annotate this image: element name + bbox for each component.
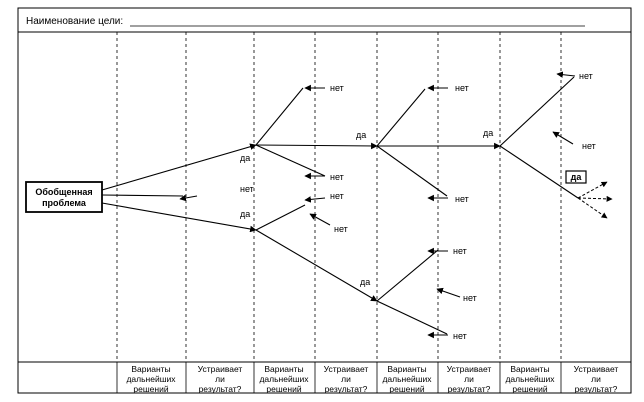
yes-label: да	[483, 128, 493, 138]
no-arrow	[309, 213, 331, 226]
branch-upper-yes	[255, 142, 378, 150]
no-label: нет	[455, 194, 469, 204]
final-dashed-arrows	[577, 181, 613, 219]
yes-label: да	[240, 153, 250, 163]
branch-c7-up	[499, 76, 575, 147]
final-arrow-down	[577, 197, 608, 219]
yes-label: да	[240, 209, 250, 219]
root-problem-line2: проблема	[42, 198, 87, 208]
col-header-5-line3: решений	[389, 384, 424, 394]
col-header-6-line2: ли	[464, 374, 474, 384]
yes-box-label: да	[571, 172, 583, 182]
col-header-8-line1: Устраивает	[574, 364, 619, 374]
no-label: нет	[334, 224, 348, 234]
col-header-6-line1: Устраивает	[447, 364, 492, 374]
branch-lines	[101, 76, 579, 335]
outer-frame	[17, 7, 632, 394]
branch-upper-no	[255, 87, 304, 146]
branch-c5-down	[376, 145, 448, 197]
branch-c7-down	[499, 145, 579, 199]
no-arrow	[556, 71, 576, 78]
col-header-4-line2: ли	[341, 374, 351, 384]
col-header-1-line2: дальнейших	[126, 374, 176, 384]
goal-label: Наименование цели:	[26, 16, 123, 27]
root-problem-line1: Обобщенная	[35, 187, 92, 197]
footer-dividers	[116, 362, 562, 393]
col-header-7-line2: дальнейших	[505, 374, 555, 384]
col-header-1-line1: Варианты	[131, 364, 170, 374]
col-header-5-line2: дальнейших	[382, 374, 432, 384]
yes-label: да	[356, 130, 366, 140]
col-header-3-line3: решений	[266, 384, 301, 394]
column-dividers	[116, 32, 562, 362]
col-header-6-line3: результат?	[448, 384, 491, 394]
col-header-3-line1: Варианты	[264, 364, 303, 374]
column-headers: Варианты дальнейших решений Устраивает л…	[126, 364, 618, 394]
no-label: нет	[582, 141, 596, 151]
no-label: нет	[330, 172, 344, 182]
final-arrow-right	[577, 195, 613, 202]
branch-c5l-up	[376, 249, 439, 302]
col-header-4-line3: результат?	[325, 384, 368, 394]
col-header-2-line2: ли	[215, 374, 225, 384]
col-header-8-line2: ли	[591, 374, 601, 384]
col-header-3-line2: дальнейших	[259, 374, 309, 384]
no-label: нет	[330, 83, 344, 93]
branch-lower-yes	[255, 229, 378, 302]
yes-label: да	[360, 277, 370, 287]
col-header-8-line3: результат?	[575, 384, 618, 394]
col-header-1-line3: решений	[133, 384, 168, 394]
no-label: нет	[579, 71, 593, 81]
no-arrow	[552, 131, 574, 145]
branch-lower-no	[255, 204, 306, 231]
branch-c5-up	[376, 88, 426, 147]
no-arrows	[179, 71, 576, 339]
no-arrow	[179, 194, 198, 202]
no-label: нет	[455, 83, 469, 93]
branch-c5l-down	[376, 300, 448, 335]
branch-upper-no2	[255, 144, 326, 177]
no-label: нет	[330, 191, 344, 201]
col-header-7-line3: решений	[512, 384, 547, 394]
col-header-4-line1: Устраивает	[324, 364, 369, 374]
col-header-5-line1: Варианты	[387, 364, 426, 374]
no-arrow	[304, 196, 326, 203]
branch-root-lower	[101, 202, 257, 233]
col-header-7-line1: Варианты	[510, 364, 549, 374]
root-problem-box	[25, 181, 103, 213]
no-arrow	[436, 287, 461, 298]
col-header-2-line1: Устраивает	[198, 364, 243, 374]
branch-root-upper	[101, 143, 257, 191]
no-label: нет	[453, 246, 467, 256]
no-label: нет	[240, 184, 254, 194]
yes-box	[565, 170, 587, 184]
no-label: нет	[453, 331, 467, 341]
branch-root-middle	[101, 194, 184, 197]
col-header-2-line3: результат?	[199, 384, 242, 394]
no-label: нет	[463, 293, 477, 303]
final-arrow-up	[577, 181, 608, 199]
